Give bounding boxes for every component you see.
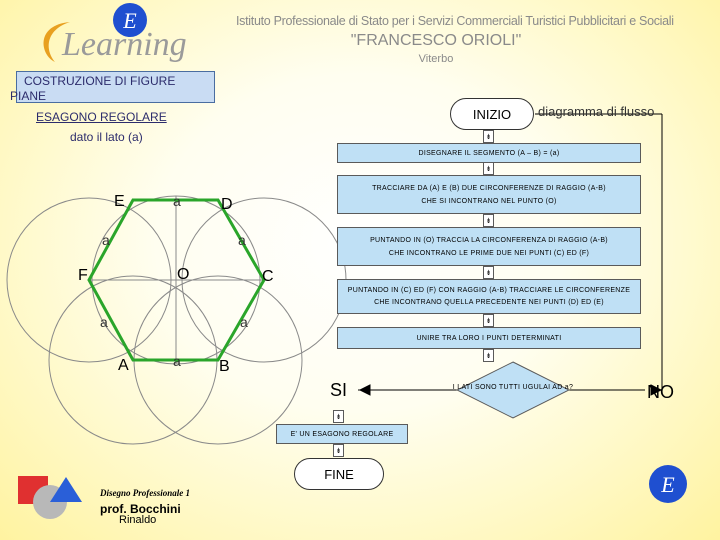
step1-box: DISEGNARE IL SEGMENTO (A – B) = (a) [337,143,641,163]
decision-diamond [456,361,570,419]
point-b-label: B [219,358,230,375]
blue-triangle-icon [50,477,82,502]
hexagon-shape [87,198,266,362]
flowchart-caption: diagramma di flusso [538,104,655,119]
arrow-down-icon: ⇟ [483,130,494,143]
arrow-down-icon: ⇟ [483,266,494,279]
header-graphics: E [43,3,147,62]
logo-letter: E [122,8,137,33]
start-node: INIZIO [450,98,534,130]
footer-ball-icon [649,465,687,503]
point-f-label: F [78,267,88,284]
yes-arrow-icon [358,384,371,396]
arrow-down-icon: ⇟ [483,314,494,327]
author-line2: Rinaldo [119,514,157,526]
no-label: NO [647,382,674,402]
side-label-lower-right: a [240,314,248,330]
arrow-down-icon: ⇟ [333,410,344,423]
logo-text: Learning [62,26,187,63]
end-node: FINE [294,458,384,490]
step2-line1: TRACCIARE DA (A) E (B) DUE CIRCONFERENZE… [372,184,606,192]
step4-line2: CHE INCONTRANO QUELLA PRECEDENTE NEI PUN… [374,299,604,306]
arrow-down-icon: ⇟ [483,162,494,175]
yes-label: SI [330,380,348,400]
step4-line1: PUNTANDO IN (C) ED (F) CON RAGGIO (A-B) … [347,287,631,294]
title-line4: dato il lato (a) [70,130,143,144]
result-box: E' UN ESAGONO REGOLARE [276,424,408,444]
no-arrow-icon [650,384,663,396]
point-c-label: C [262,268,274,285]
point-a-label: A [118,357,129,374]
step3-line1: PUNTANDO IN (O) TRACCIA LA CIRCONFERENZA… [370,236,608,244]
footer-graphics: E [18,465,687,519]
side-label-lower-left: a [100,314,108,330]
arrow-down-icon: ⇟ [333,444,344,457]
author-line1: prof. Bocchini [100,502,181,516]
footer-ball-letter: E [660,472,675,497]
side-label-upper-right: a [238,232,246,248]
logo-ball-icon [113,3,147,37]
title-line3: ESAGONO REGOLARE [36,110,167,124]
step3-line2: CHE INCONTRANO LE PRIME DUE NEI PUNTI (C… [388,249,590,257]
step2-box: TRACCIARE DA (A) E (B) DUE CIRCONFERENZE… [337,175,641,214]
course-label: Disegno Professionale 1 [100,488,190,498]
logo-swoosh-icon [43,22,70,62]
arrow-down-icon: ⇟ [483,214,494,227]
institute-city: Viterbo [418,53,454,65]
institute-school: "FRANCESCO ORIOLI" [350,32,522,49]
title-box [16,71,215,103]
title-line1: COSTRUZIONE DI FIGURE [24,74,176,88]
institute-name: Istituto Professionale di Stato per i Se… [236,14,674,28]
side-label-bottom: a [173,353,181,369]
point-o-label: O [177,266,190,283]
title-line2: PIANE [10,89,47,103]
step4-box: PUNTANDO IN (C) ED (F) CON RAGGIO (A-B) … [337,279,641,314]
decision-text: I LATI SONO TUTTI UGULAI AD a? [452,384,574,391]
step3-box: PUNTANDO IN (O) TRACCIA LA CIRCONFERENZA… [337,227,641,266]
arrow-down-icon: ⇟ [483,349,494,362]
side-label-upper-left: a [102,232,110,248]
point-e-label: E [114,193,125,210]
point-d-label: D [221,196,233,213]
side-label-top: a [173,193,181,209]
step2-line2: CHE SI INCONTRANO NEL PUNTO (O) [421,197,557,205]
step5-box: UNIRE TRA LORO I PUNTI DETERMINATI [337,327,641,349]
